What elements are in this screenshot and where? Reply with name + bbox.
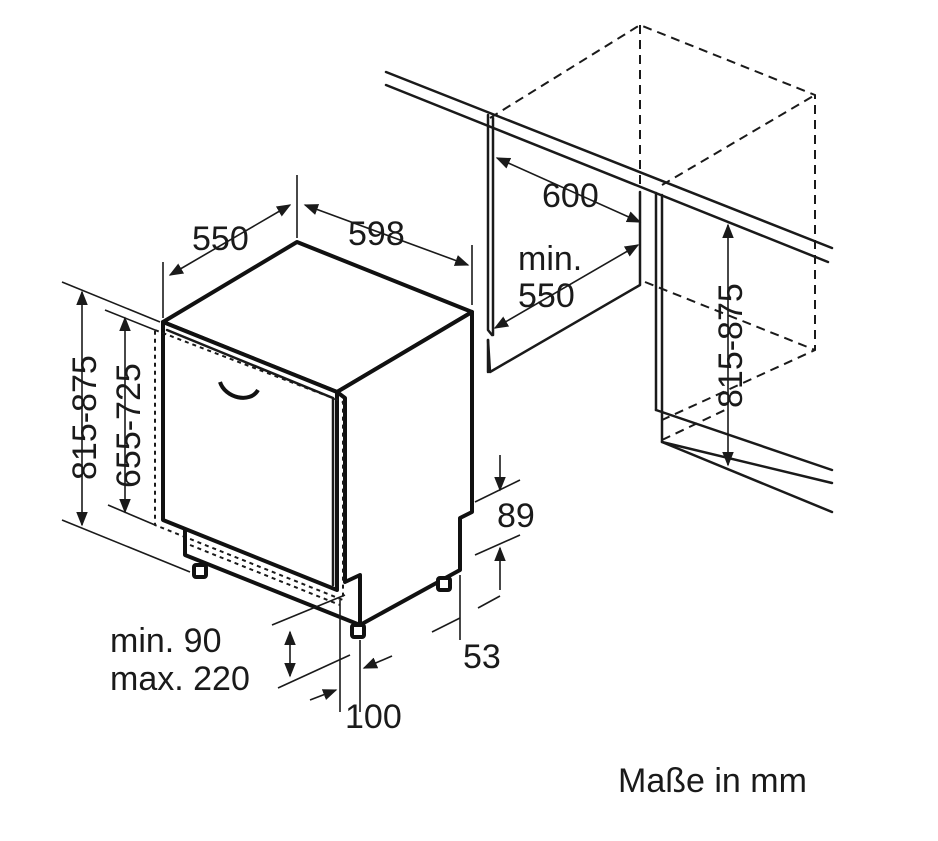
label-niche-depth-line1: min.	[518, 240, 582, 278]
label-appliance-width: 598	[348, 215, 405, 253]
units-note: Maße in mm	[618, 762, 807, 800]
label-plinth-depth: 100	[345, 698, 402, 736]
foot-right-front	[350, 623, 366, 639]
label-foot-height: 53	[463, 638, 501, 676]
label-plinth-range-min: min. 90	[110, 622, 222, 660]
label-plinth-range-max: max. 220	[110, 660, 250, 698]
dimension-lines	[61, 157, 734, 712]
label-niche-height: 815-875	[712, 283, 750, 408]
label-door-height: 655-725	[110, 363, 148, 488]
foot-left-front	[192, 563, 208, 579]
foot-right-back	[436, 576, 452, 592]
label-niche-depth-line2: 550	[518, 277, 575, 315]
door-handle	[218, 381, 260, 400]
label-total-height: 815-875	[66, 355, 104, 480]
label-niche-width: 600	[542, 177, 599, 215]
dimension-labels: 550 598 600 min. 550 815-875 815-875 655…	[66, 177, 807, 800]
label-appliance-depth: 550	[192, 220, 249, 258]
dishwasher-body	[154, 240, 474, 639]
label-plinth-height: 89	[497, 497, 535, 535]
